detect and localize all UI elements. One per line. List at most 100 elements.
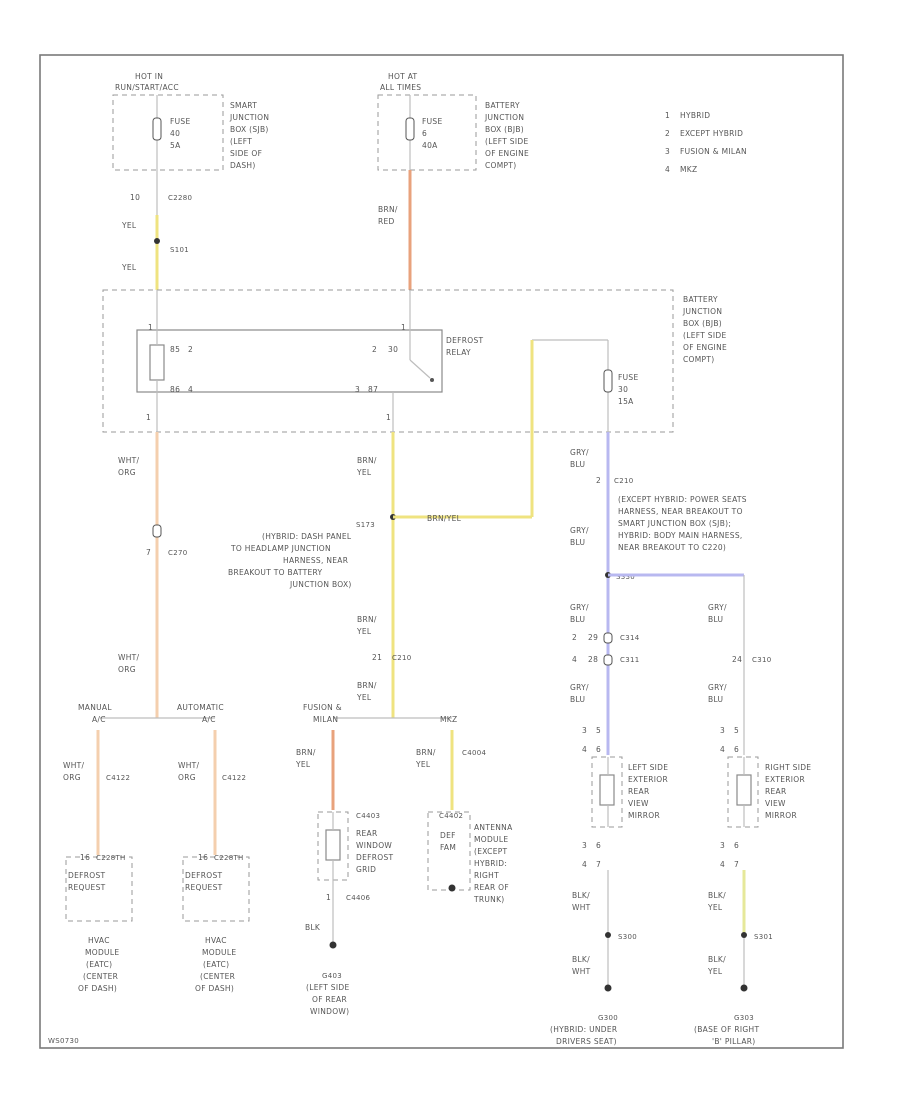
- relay-switch: [409, 359, 431, 379]
- wire-label-brn-red-1: BRN/: [378, 205, 398, 214]
- wire-label-wht-org-3: WHT/: [118, 653, 140, 662]
- s173-desc-1: (HYBRID: DASH PANEL: [262, 532, 352, 541]
- c270-connector: [152, 524, 162, 538]
- splice-s300: [605, 932, 611, 938]
- fuse1-label: FUSE: [170, 117, 191, 126]
- s330-label: S330: [616, 573, 635, 581]
- antenna-4: HYBRID:: [474, 859, 507, 868]
- hot-in-run-line1: HOT IN: [135, 72, 163, 81]
- right-mirror-1: RIGHT SIDE: [765, 763, 811, 772]
- wire-label-yel-1: YEL: [121, 221, 137, 230]
- c310-code: C310: [752, 656, 771, 664]
- relay-title-1: DEFROST: [446, 336, 484, 345]
- lm-pin-5: 5: [596, 726, 601, 735]
- rm-pin-5: 5: [734, 726, 739, 735]
- wire-label-gry-blu-3: GRY/: [570, 526, 589, 535]
- c4122-left: C4122: [106, 774, 130, 782]
- lm-pin-4: 4: [582, 745, 587, 754]
- def-fam-2: FAM: [440, 843, 456, 852]
- sjb-fuse-block: HOT IN RUN/START/ACC FUSE 40 5A SMART JU…: [112, 72, 269, 171]
- g300-label: G300: [598, 1014, 618, 1022]
- left-mirror-5: MIRROR: [628, 811, 660, 820]
- diagram-frame: [39, 54, 844, 1049]
- automatic-ac-2: A/C: [202, 715, 216, 724]
- c2280-code: C2280: [168, 194, 192, 202]
- relay-coil: [149, 344, 165, 381]
- hvac-right-2: MODULE: [202, 948, 236, 957]
- def-fam-1: DEF: [440, 831, 456, 840]
- wire-label-gry-blu-6: BLU: [570, 615, 585, 624]
- right-mirror-heater: [736, 774, 752, 806]
- wire-label-gry-blu-2: BLU: [570, 460, 585, 469]
- fuse1-number: 40: [170, 129, 180, 138]
- wire-label-gry-blu-10: BLU: [708, 615, 723, 624]
- lm-pin-3b: 3: [582, 841, 587, 850]
- legend-text-1: HYBRID: [680, 111, 710, 120]
- right-mirror-box: [727, 756, 759, 828]
- rm-pin-4b: 4: [720, 860, 725, 869]
- bjb-fuse-top: HOT AT ALL TIMES FUSE 6 40A BATTERY JUNC…: [377, 72, 529, 171]
- rear-defrost-2: WINDOW: [356, 841, 392, 850]
- wire-label-gry-blu-1: GRY/: [570, 448, 589, 457]
- bjb-top-line5: OF ENGINE: [485, 149, 529, 158]
- fuse2-rating: 40A: [422, 141, 438, 150]
- s173-desc-4: BREAKOUT TO BATTERY: [228, 568, 323, 577]
- antenna-1: ANTENNA: [474, 823, 513, 832]
- bjb-mid-box: [102, 289, 674, 433]
- hot-in-run-line2: RUN/START/ACC: [115, 83, 179, 92]
- sjb-box: [112, 94, 224, 171]
- lm-pin-6b: 6: [596, 841, 601, 850]
- fuse3-rating: 15A: [618, 397, 634, 406]
- defrost-request-right-1: DEFROST: [185, 871, 223, 880]
- hvac-right-1: HVAC: [205, 936, 227, 945]
- fuse-30: [603, 369, 613, 393]
- hvac-module-right: 16 C228TH DEFROST REQUEST HVAC MODULE (E…: [182, 853, 250, 993]
- wire-label-brn-yel-5: BRN/: [357, 681, 377, 690]
- c270-pin: 7: [146, 548, 151, 557]
- relay-top-pin-2: 1: [401, 323, 406, 332]
- left-mirror-4: VIEW: [628, 799, 649, 808]
- relay-num-4: 4: [188, 385, 193, 394]
- c210-mid-code: C210: [392, 654, 411, 662]
- wire-label-gry-blu-9: GRY/: [708, 603, 727, 612]
- mkz-label: MKZ: [440, 715, 457, 724]
- s330-desc-3: SMART JUNCTION BOX (SJB);: [618, 519, 731, 528]
- rm-pin-6b: 6: [734, 841, 739, 850]
- wire-label-yel-2: YEL: [121, 263, 137, 272]
- fuse2-number: 6: [422, 129, 427, 138]
- hvac-left-1: HVAC: [88, 936, 110, 945]
- s330-desc-2: HARNESS, NEAR BREAKOUT TO: [618, 507, 743, 516]
- s330-desc-5: NEAR BREAKOUT TO C220): [618, 543, 726, 552]
- antenna-module: C4402 DEF FAM ANTENNA MODULE (EXCEPT HYB…: [427, 811, 513, 904]
- hvac-left-4: (CENTER: [83, 972, 118, 981]
- legend-num-3: 3: [665, 147, 670, 156]
- relay-pin-86: 86: [170, 385, 180, 394]
- g403-desc-3: WINDOW): [310, 1007, 349, 1016]
- antenna-6: REAR OF: [474, 883, 509, 892]
- bjb-mid-line2: JUNCTION: [682, 307, 722, 316]
- wire-label-wht-org-1: WHT/: [118, 456, 140, 465]
- bjb-relay-block: 85 2 86 4 2 30 3 87 DEFROST RELAY 1 1 1 …: [102, 289, 727, 433]
- right-mirror: 3 5 4 6 RIGHT SIDE EXTERIOR REAR VIEW MI…: [720, 726, 811, 869]
- g300-desc-1: (HYBRID: UNDER: [550, 1025, 617, 1034]
- wire-label-blk-wht-1: BLK/: [572, 891, 590, 900]
- wire-label-blk-wht-3: BLK/: [572, 955, 590, 964]
- wire-label-wht-org-4: ORG: [118, 665, 136, 674]
- c4402-label: C4402: [439, 812, 463, 820]
- wire-label-brn-yel-3: BRN/: [357, 615, 377, 624]
- wire-label-wht-org-6: ORG: [63, 773, 81, 782]
- relay-pin-30: 30: [388, 345, 398, 354]
- c210-top-pin: 2: [596, 476, 601, 485]
- legend-num-4: 4: [665, 165, 670, 174]
- g403-desc-1: (LEFT SIDE: [306, 983, 349, 992]
- rm-pin-4: 4: [720, 745, 725, 754]
- s173-label: S173: [356, 521, 375, 529]
- c4004-label: C4004: [462, 749, 486, 757]
- antenna-3: (EXCEPT: [474, 847, 508, 856]
- right-mirror-5: MIRROR: [765, 811, 797, 820]
- wire-label-gry-blu-12: BLU: [708, 695, 723, 704]
- hvac-left-5: OF DASH): [78, 984, 117, 993]
- bjb-top-line1: BATTERY: [485, 101, 520, 110]
- manual-ac-1: MANUAL: [78, 703, 112, 712]
- defrost-request-right-2: REQUEST: [185, 883, 223, 892]
